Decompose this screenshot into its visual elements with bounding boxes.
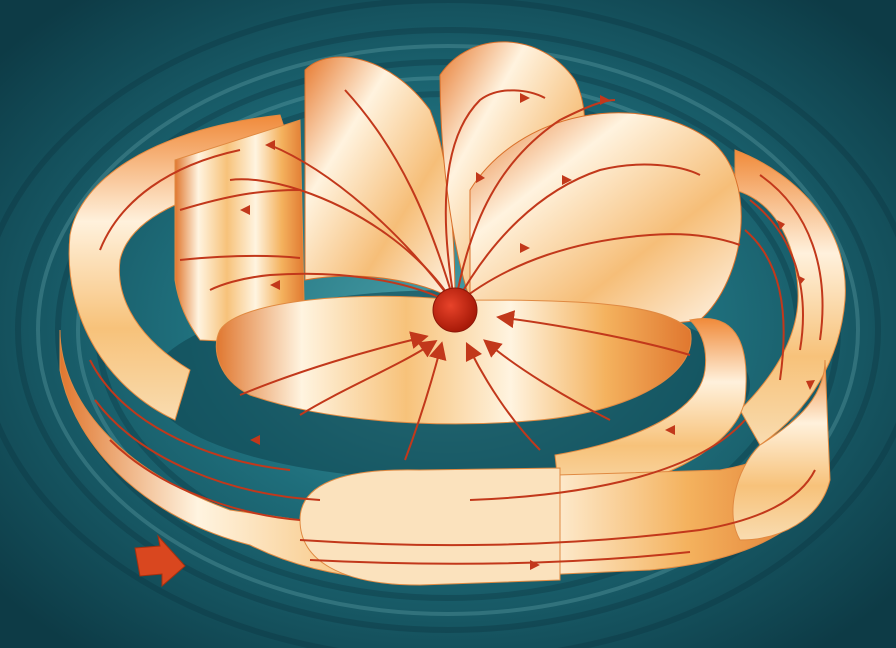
front-ribbon-tongue xyxy=(300,468,560,585)
sun-core-icon xyxy=(433,288,477,332)
